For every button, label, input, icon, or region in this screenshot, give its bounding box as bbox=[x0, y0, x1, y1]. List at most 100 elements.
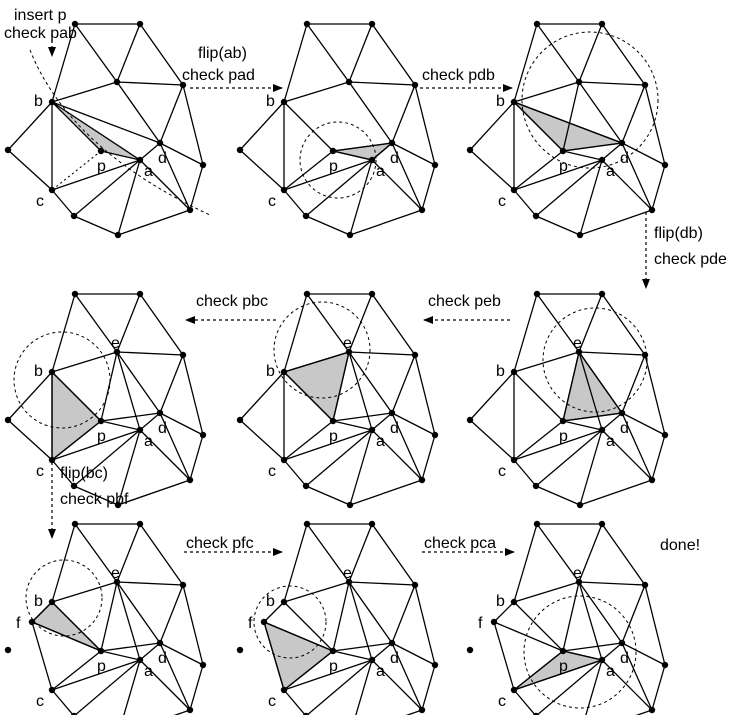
triangulation-edge bbox=[139, 23, 184, 86]
edge-to-p bbox=[283, 101, 334, 152]
vertex-top1 bbox=[303, 520, 311, 528]
triangulation-edge bbox=[283, 659, 373, 691]
triangulation-edge bbox=[239, 101, 285, 151]
triangulation-edge bbox=[159, 584, 184, 644]
vertex-a bbox=[368, 656, 376, 664]
vertex-label-c: c bbox=[268, 693, 276, 710]
label-insert-p: insert p bbox=[14, 7, 67, 24]
vertex-c bbox=[48, 186, 56, 194]
vertex-c bbox=[510, 686, 518, 694]
label-done: done! bbox=[660, 537, 700, 554]
vertex-bot1 bbox=[346, 501, 354, 509]
vertex-l1 bbox=[4, 146, 12, 154]
edge-to-p bbox=[332, 581, 350, 652]
triangulation-edge bbox=[73, 659, 141, 717]
triangulation-edge bbox=[116, 351, 184, 356]
dotted-edge bbox=[51, 150, 102, 191]
vertex-p bbox=[329, 417, 337, 425]
triangulation-edge bbox=[469, 371, 515, 421]
vertex-label-p: p bbox=[559, 428, 568, 445]
triangulation-edge bbox=[414, 354, 436, 436]
triangulation-edge bbox=[305, 159, 373, 217]
vertex-label-e: e bbox=[343, 565, 352, 582]
triangulation-edge bbox=[51, 101, 161, 144]
vertex-label-b: b bbox=[496, 593, 505, 610]
vertex-label-f: f bbox=[478, 615, 483, 632]
triangulation-edge bbox=[116, 23, 141, 83]
triangulation-edge bbox=[116, 293, 141, 353]
triangulation-edge bbox=[513, 293, 538, 373]
flow-arrows bbox=[48, 34, 650, 556]
triangulation-edge bbox=[513, 189, 537, 217]
triangulation-edge bbox=[421, 434, 436, 481]
vertex-bot2 bbox=[70, 212, 78, 220]
vertex-label-c: c bbox=[36, 463, 44, 480]
vertex-label-d: d bbox=[390, 650, 399, 667]
triangulation-edge bbox=[7, 149, 53, 191]
vertex-bot2 bbox=[302, 212, 310, 220]
triangulation-edge bbox=[139, 659, 191, 711]
vertex-r1 bbox=[179, 351, 187, 359]
vertex-label-c: c bbox=[36, 193, 44, 210]
triangulation-edge bbox=[51, 23, 76, 103]
triangulation-edge bbox=[621, 412, 666, 436]
triangulation-edge bbox=[51, 659, 141, 691]
vertex-d bbox=[618, 139, 626, 147]
triangulation-edge bbox=[117, 429, 141, 506]
triangulation-edge bbox=[583, 659, 603, 720]
vertex-e bbox=[113, 578, 121, 586]
highlighted-triangle bbox=[51, 370, 102, 462]
edge-to-f bbox=[263, 621, 285, 691]
triangulation-edge bbox=[414, 84, 436, 166]
vertex-bot1 bbox=[346, 231, 354, 239]
triangulation-edge bbox=[139, 142, 161, 161]
vertex-r3 bbox=[418, 206, 426, 214]
triangulation-edge bbox=[391, 142, 423, 211]
edge-to-p bbox=[562, 581, 580, 652]
vertex-b bbox=[510, 368, 518, 376]
vertex-r2 bbox=[431, 661, 439, 669]
edge-to-p bbox=[332, 650, 373, 661]
vertex-c bbox=[510, 186, 518, 194]
triangulation-edge bbox=[644, 584, 666, 666]
vertex-label-e: e bbox=[573, 335, 582, 352]
vertex-r3 bbox=[418, 706, 426, 714]
vertex-r3 bbox=[186, 206, 194, 214]
triangulation-edge bbox=[159, 142, 204, 166]
triangulation-edge bbox=[348, 293, 373, 353]
triangulation-edge bbox=[535, 159, 603, 217]
label-flip-db: flip(db) bbox=[654, 225, 703, 242]
triangulation-edge bbox=[51, 459, 75, 487]
triangulation-edge bbox=[305, 659, 373, 717]
triangulation-edge bbox=[239, 371, 285, 421]
triangulation-edge bbox=[116, 581, 184, 586]
vertex-a bbox=[368, 426, 376, 434]
vertex-r1 bbox=[411, 81, 419, 89]
vertex-r2 bbox=[199, 431, 207, 439]
triangulation-edge bbox=[601, 429, 653, 481]
triangulation-edge bbox=[73, 215, 119, 236]
triangulation-edge bbox=[621, 142, 653, 211]
triangulation-edge bbox=[283, 429, 373, 461]
circumcircle bbox=[25, 559, 103, 637]
triangulation-edge bbox=[348, 81, 393, 144]
vertex-c bbox=[280, 186, 288, 194]
triangulation-edge bbox=[306, 23, 350, 83]
vertex-label-f: f bbox=[16, 615, 21, 632]
triangulation-edge bbox=[651, 434, 666, 481]
vertex-label-p: p bbox=[97, 428, 106, 445]
triangulation-edge bbox=[348, 351, 373, 431]
edge-to-p bbox=[513, 101, 564, 152]
triangulation-edge bbox=[7, 101, 53, 151]
vertex-b bbox=[280, 368, 288, 376]
vertex-e bbox=[345, 348, 353, 356]
dotted-edge bbox=[100, 150, 141, 161]
triangulation-edge bbox=[116, 351, 161, 414]
triangulation-edge bbox=[7, 371, 53, 421]
triangulation-edge bbox=[349, 209, 423, 236]
